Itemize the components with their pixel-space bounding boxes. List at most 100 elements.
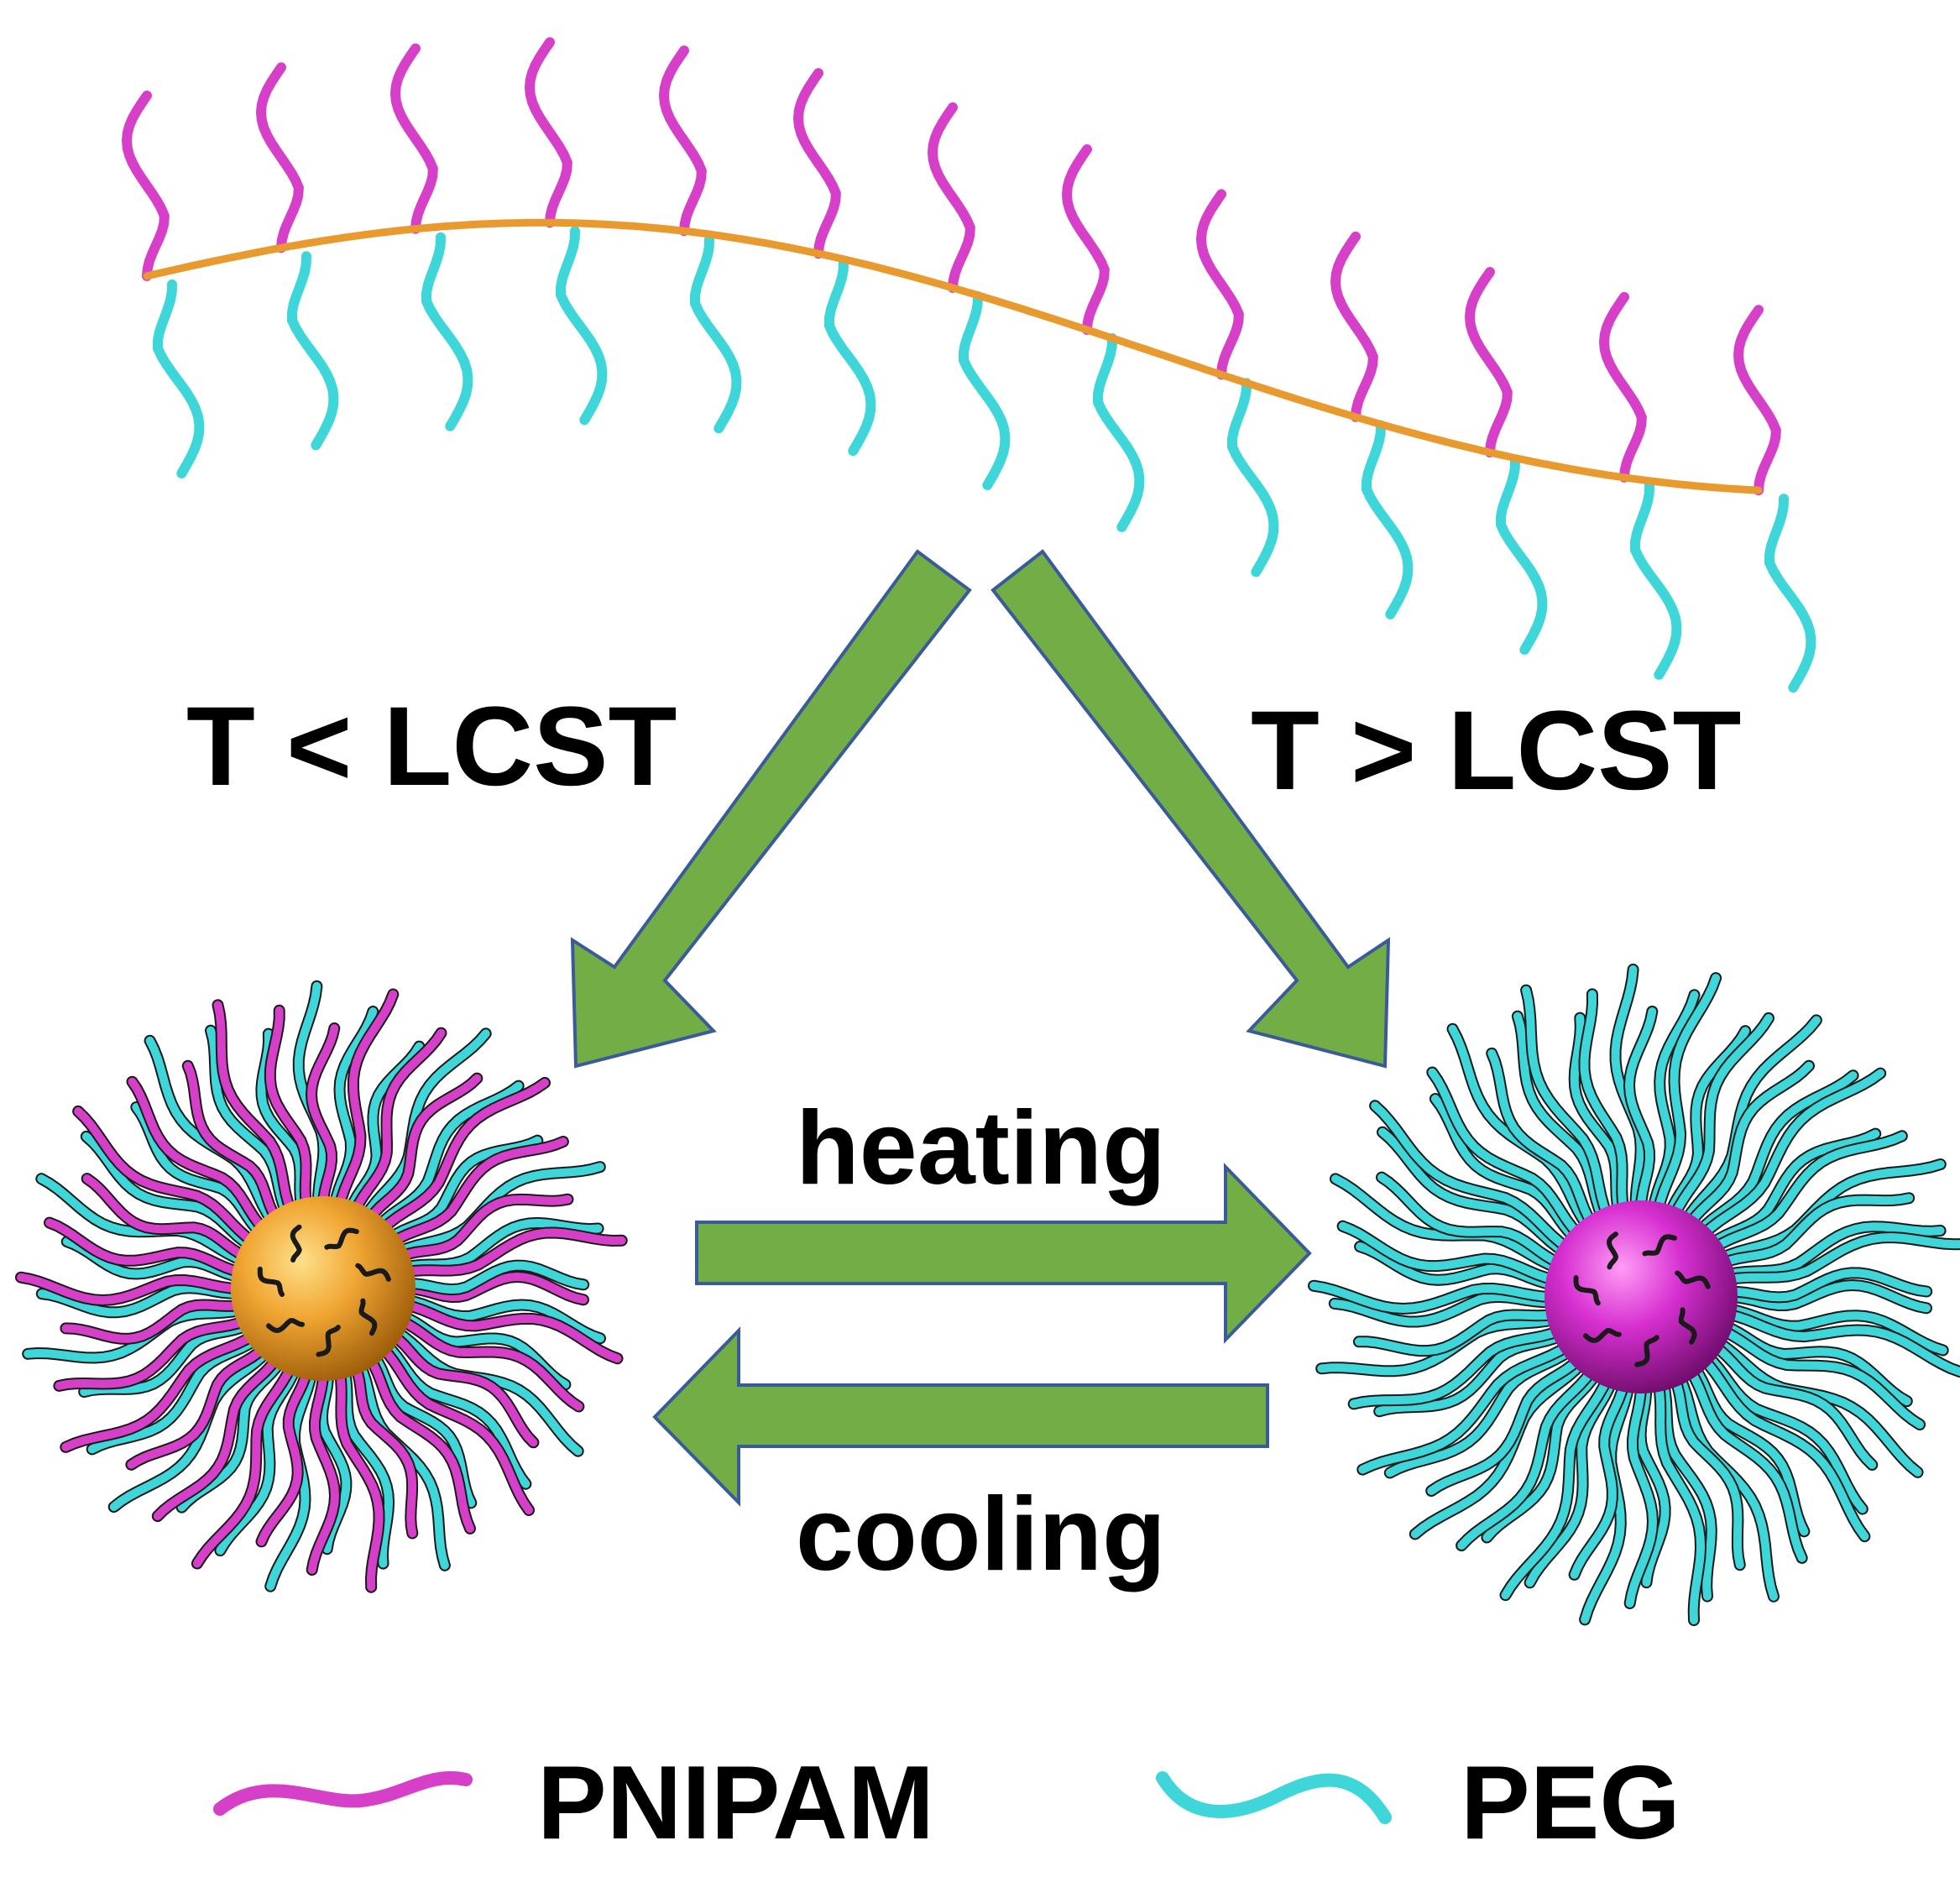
corona-arm xyxy=(1636,1380,1670,1587)
arrow-down-right xyxy=(990,549,1391,1069)
corona-arm xyxy=(1649,991,1699,1214)
corona-arm xyxy=(1702,1351,1867,1514)
corona-arm xyxy=(1724,1268,1931,1302)
pnipam-pendant xyxy=(121,90,170,281)
corona-arm xyxy=(1570,1379,1628,1579)
corona-arm xyxy=(1378,1127,1570,1257)
pnipam-pendant xyxy=(658,45,707,237)
corona-arm xyxy=(1501,1374,1612,1600)
corona-arm xyxy=(17,1273,243,1305)
corona-arm xyxy=(1371,1101,1572,1252)
corona-arm xyxy=(55,1316,250,1390)
heating-arrow xyxy=(695,1163,1312,1344)
corona-arm xyxy=(1428,1068,1583,1239)
corona-arm xyxy=(374,1081,523,1231)
peg-pendant xyxy=(421,232,473,431)
corona-arm xyxy=(1309,1281,1557,1314)
corona-arm xyxy=(361,1029,490,1221)
micelle-peg-corona xyxy=(1308,963,1960,1627)
corona-arm xyxy=(1611,965,1645,1214)
corona-arm xyxy=(1375,1331,1566,1416)
peg-pendant xyxy=(1093,332,1145,532)
label-above-lcst: T > LCST xyxy=(1251,688,1741,813)
corona-arm xyxy=(1427,1355,1583,1495)
core-chain-end xyxy=(1678,1307,1697,1345)
peg-pendant xyxy=(1496,456,1548,655)
corona-arm xyxy=(1710,1341,1877,1469)
corona-arm xyxy=(1482,1368,1601,1542)
corona-arm xyxy=(1430,1095,1580,1243)
core-chain-end xyxy=(355,1263,391,1282)
corona-arm xyxy=(1686,1061,1813,1228)
corona-arm xyxy=(395,1163,604,1257)
corona-arm xyxy=(365,1074,482,1223)
corona-arm xyxy=(61,1331,258,1451)
corona-arm xyxy=(1712,1337,1922,1477)
core-chain-end xyxy=(1582,1327,1622,1343)
corona-arm xyxy=(378,1078,549,1234)
corona-arm xyxy=(351,1028,446,1216)
corona-arm xyxy=(378,1343,534,1514)
corona-arm xyxy=(109,1346,272,1512)
pnipam-pendant xyxy=(1195,189,1244,380)
corona-arm xyxy=(1695,1071,1858,1236)
corona-arm xyxy=(192,1362,295,1568)
corona-arm xyxy=(340,1365,394,1568)
corona-arm xyxy=(1654,974,1721,1215)
core-chain-end xyxy=(1573,1275,1601,1306)
pnipam-pendant xyxy=(792,68,841,259)
pnipam-pendant xyxy=(524,37,572,228)
corona-arm xyxy=(335,990,398,1210)
peg-pendant xyxy=(287,251,339,451)
pnipam-pendant xyxy=(1598,291,1647,483)
corona-arm xyxy=(1690,1362,1809,1536)
corona-arm xyxy=(257,1367,311,1546)
corona-arm xyxy=(145,1036,277,1226)
corona-arm xyxy=(1625,1381,1658,1608)
peg-pendant xyxy=(1227,378,1279,578)
corona-arm xyxy=(128,1077,269,1234)
corona-arm xyxy=(1385,1346,1576,1477)
core-chain-end xyxy=(1642,1234,1677,1257)
peg-pendant xyxy=(556,226,608,426)
legend-label-pnipam: PNIPAM xyxy=(537,1745,934,1861)
corona-arm xyxy=(1349,1326,1564,1409)
corona-arm xyxy=(1513,1012,1607,1222)
corona-arm xyxy=(1580,990,1628,1215)
micelle-core xyxy=(1544,1200,1738,1393)
corona-arm xyxy=(1377,1173,1564,1268)
corona-arm xyxy=(1487,1048,1597,1228)
corona-arm xyxy=(396,1316,583,1411)
corona-arm xyxy=(61,1300,245,1343)
pnipam-pendant xyxy=(1330,231,1378,422)
pnipam-pendant xyxy=(1464,267,1513,457)
corona-arm xyxy=(389,1331,538,1447)
corona-arm xyxy=(1410,1358,1587,1539)
corona-arm xyxy=(1654,1379,1706,1625)
corona-arm xyxy=(1670,1374,1744,1570)
corona-arm xyxy=(1670,1013,1773,1220)
corona-arm xyxy=(1718,1326,1925,1429)
corona-arm xyxy=(37,1174,248,1266)
core-chain-end xyxy=(266,1318,305,1334)
corona-arm xyxy=(1699,1069,1885,1239)
cooling-arrow xyxy=(652,1326,1269,1507)
corona-arm xyxy=(1570,1013,1623,1216)
corona-arm xyxy=(1522,986,1612,1220)
corona-arm xyxy=(1457,1366,1597,1550)
chain-backbone xyxy=(143,218,1763,494)
corona-arm xyxy=(400,1218,603,1272)
core-chain-end xyxy=(257,1266,285,1297)
corona-arm xyxy=(1681,1016,1821,1226)
graft-copolymer-chain xyxy=(121,37,1816,693)
peg-pendant xyxy=(153,279,205,478)
corona-arm xyxy=(24,1305,247,1362)
corona-arm xyxy=(1356,1242,1558,1289)
corona-arm xyxy=(82,1174,250,1261)
corona-arm xyxy=(266,1367,316,1591)
corona-arm xyxy=(265,1006,311,1210)
corona-arm xyxy=(153,1354,281,1521)
peg-pendant xyxy=(824,257,876,457)
corona-arm xyxy=(74,1106,258,1247)
